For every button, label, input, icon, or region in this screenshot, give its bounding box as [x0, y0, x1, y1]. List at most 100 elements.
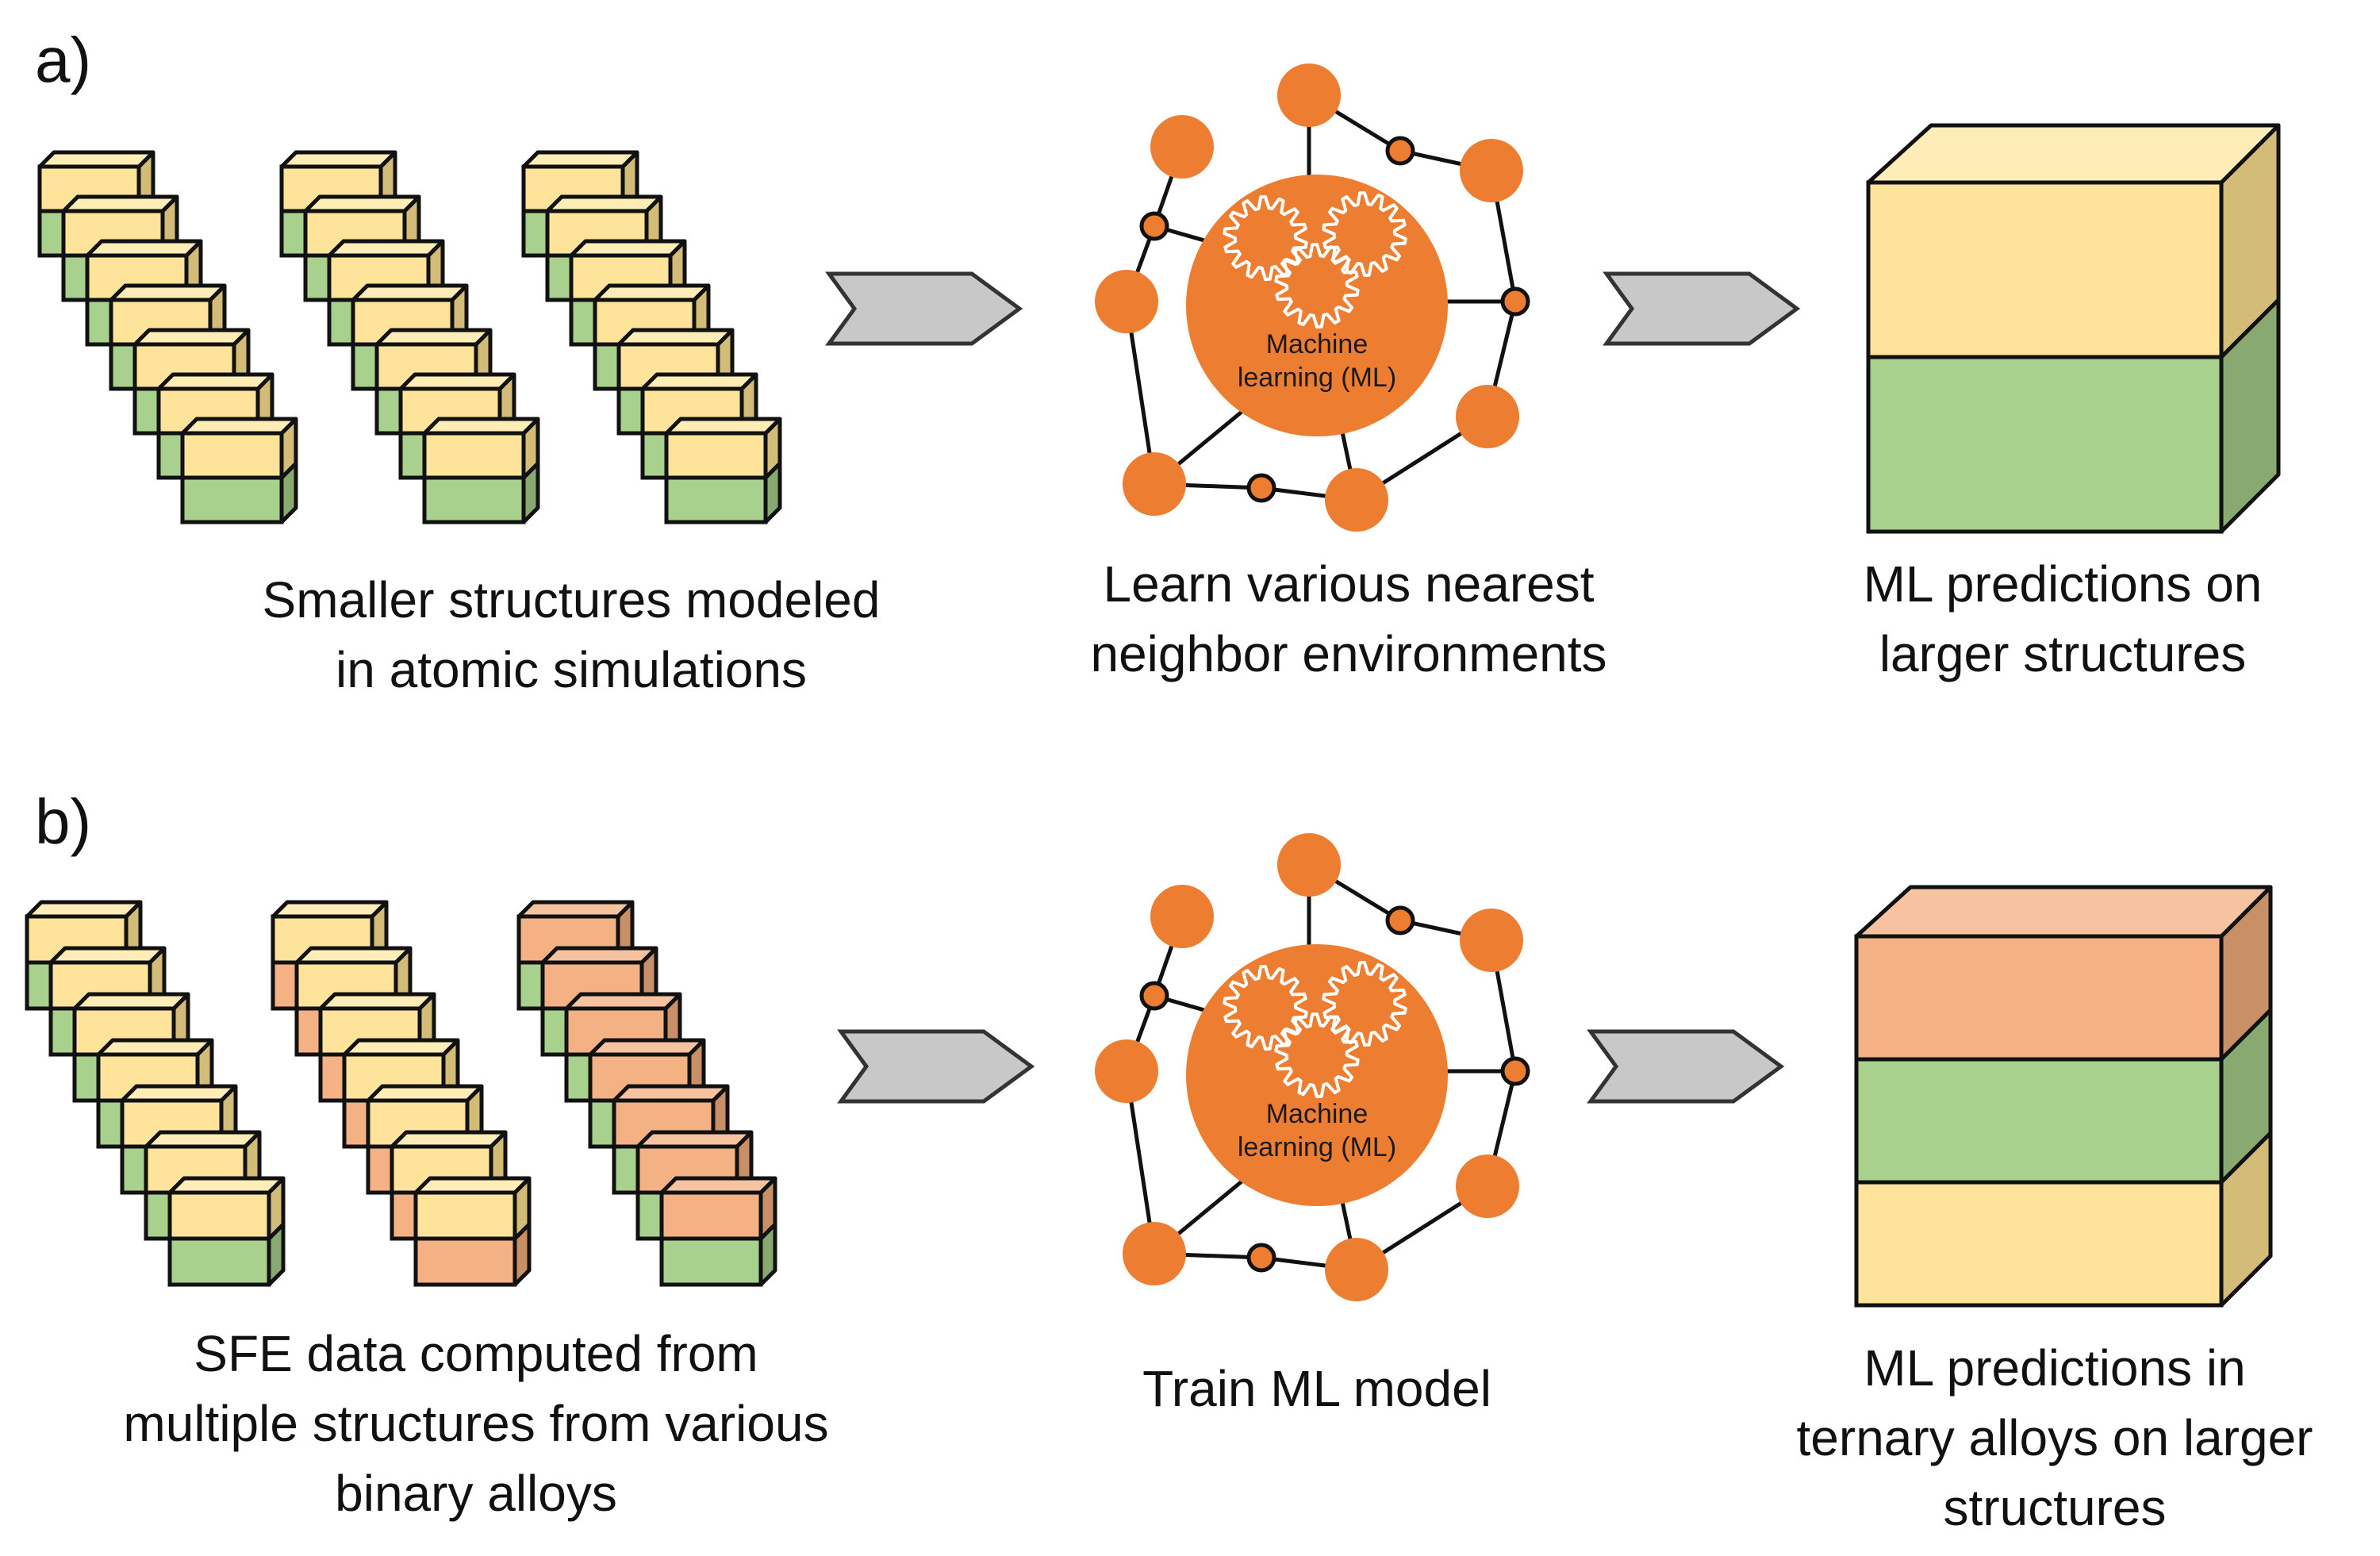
panel-label-a: a)	[35, 25, 92, 95]
cube-top-lid	[390, 1130, 508, 1149]
panel-label-b: b)	[35, 786, 92, 857]
structure-column	[37, 150, 298, 524]
network-node	[1325, 468, 1388, 532]
cube-bottom-face	[664, 475, 768, 524]
cube-top-lid	[351, 283, 469, 302]
cube-top-lid	[85, 239, 203, 258]
arrow-to-model	[825, 271, 1023, 346]
cube-top-lid	[303, 194, 421, 213]
network-node	[1150, 115, 1214, 179]
cube-top-lid	[180, 417, 298, 436]
layer-front-face	[1854, 1180, 2224, 1308]
cube-top-lid	[366, 1084, 484, 1103]
network-node	[1277, 833, 1341, 897]
cube-top-lid	[640, 372, 758, 391]
block-top-face	[1866, 123, 2281, 185]
structure-column	[521, 150, 782, 524]
network-node	[1123, 1222, 1186, 1285]
ml-label-line2: learning (ML)	[1238, 1132, 1396, 1162]
gear-icon	[1274, 1012, 1360, 1098]
network-node	[1123, 452, 1186, 516]
output-large-structure	[1854, 885, 2273, 1308]
caption-model-a: Learn various nearest neighbor environme…	[1090, 555, 1607, 682]
cube-top-lid	[109, 283, 227, 302]
cube-top-lid	[327, 239, 445, 258]
gear-icon	[1223, 195, 1308, 281]
cube-top-lid	[659, 1176, 777, 1195]
cube-top-lid	[61, 194, 179, 213]
structure-column	[279, 150, 540, 524]
cube-top-lid	[144, 1130, 262, 1149]
gear-icon	[1322, 191, 1407, 277]
input-structures-stack	[37, 150, 782, 524]
layer-front-face	[1866, 355, 2224, 534]
network-junction-node	[1385, 136, 1415, 166]
chevron-arrow-icon	[1587, 1029, 1785, 1104]
cube-top-lid	[342, 1038, 460, 1057]
block-top-face	[1854, 885, 2273, 939]
arrow-to-output	[1587, 1029, 1785, 1104]
chevron-arrow-icon	[1603, 271, 1801, 346]
cube-top-lid	[398, 372, 516, 391]
cube-top-lid	[569, 239, 687, 258]
cube-top-lid	[413, 1176, 532, 1195]
arrow-to-model	[837, 1029, 1035, 1104]
structure-column	[25, 900, 286, 1287]
cube-top-lid	[664, 417, 782, 436]
caption-input-b: SFE data computed from multiple structur…	[123, 1325, 829, 1522]
network-junction-node	[1139, 981, 1169, 1011]
cube-top-lid	[422, 417, 540, 436]
ml-label-line1: Machine	[1266, 1099, 1368, 1129]
panel-a: Machine learning (ML)	[37, 63, 2281, 534]
gear-icon	[1322, 961, 1407, 1047]
cube-top-lid	[540, 946, 658, 965]
cube-top-lid	[521, 150, 639, 169]
cube-top-lid	[616, 328, 735, 347]
caption-output-b: ML predictions in ternary alloys on larg…	[1796, 1339, 2313, 1536]
cube-top-lid	[271, 900, 389, 919]
network-node	[1095, 270, 1158, 333]
network-junction-node	[1500, 1056, 1530, 1086]
cube-top-lid	[132, 328, 251, 347]
cube-top-lid	[48, 946, 167, 965]
cube-top-lid	[545, 194, 663, 213]
cube-top-lid	[96, 1038, 214, 1057]
cube-top-face	[664, 431, 768, 480]
ml-label-line2: learning (ML)	[1238, 363, 1396, 393]
cube-bottom-face	[659, 1236, 763, 1287]
network-node	[1325, 1238, 1388, 1301]
gear-icon	[1274, 243, 1360, 328]
cube-top-lid	[294, 946, 413, 965]
network-node	[1456, 385, 1519, 448]
cube-bottom-face	[422, 475, 526, 524]
cube-top-lid	[25, 900, 143, 919]
network-node	[1460, 909, 1523, 972]
network-node	[1456, 1155, 1519, 1218]
cube-top-lid	[120, 1084, 238, 1103]
cube-top-lid	[612, 1084, 730, 1103]
network-junction-node	[1246, 473, 1276, 503]
ml-core-node	[1186, 944, 1448, 1206]
cube-top-face	[180, 431, 284, 480]
caption-input-a: Smaller structures modeled in atomic sim…	[262, 571, 881, 698]
caption-output-a: ML predictions on larger structures	[1863, 555, 2263, 682]
network-junction-node	[1500, 286, 1530, 317]
cube-bottom-face	[180, 475, 284, 524]
cube-top-lid	[156, 372, 274, 391]
cube-top-face	[413, 1190, 517, 1241]
structure-column	[271, 900, 532, 1287]
cube-bottom-face	[167, 1236, 271, 1287]
ml-core-node	[1186, 175, 1448, 436]
network-node	[1095, 1039, 1158, 1103]
cube-top-lid	[588, 1038, 706, 1057]
cube-bottom-face	[413, 1236, 517, 1287]
cube-top-lid	[516, 900, 635, 919]
cube-top-lid	[167, 1176, 286, 1195]
network-junction-node	[1385, 905, 1415, 936]
ml-label-line1: Machine	[1266, 329, 1368, 359]
cube-top-face	[422, 431, 526, 480]
cube-top-lid	[635, 1130, 754, 1149]
